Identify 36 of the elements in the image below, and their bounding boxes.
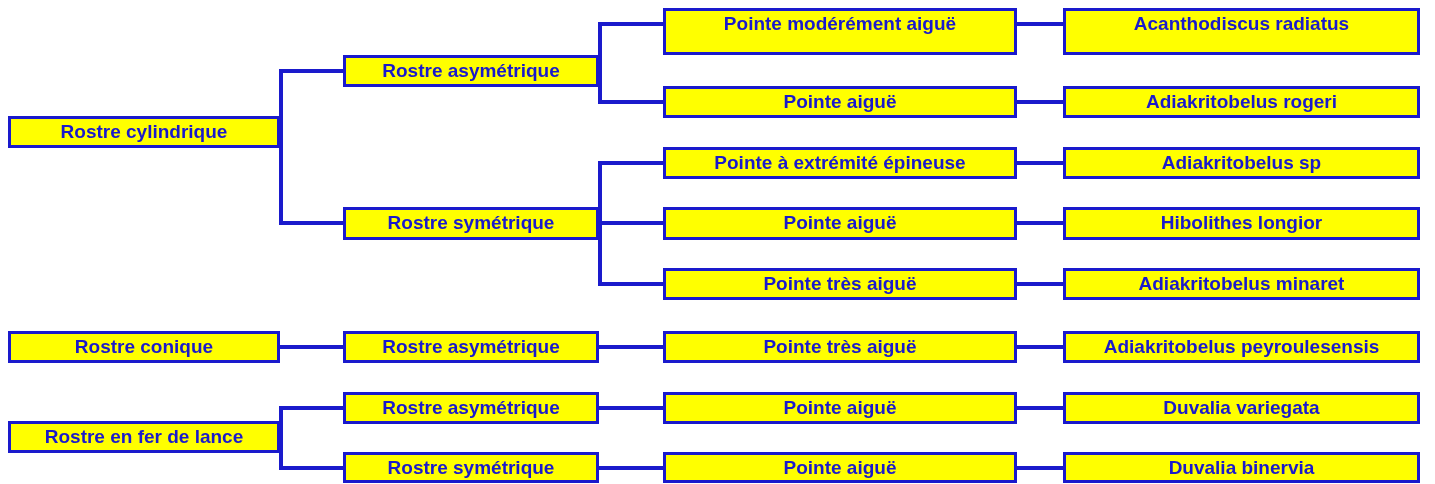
taxon-box: Rostre cylindrique	[8, 116, 280, 148]
taxon-box: Pointe modérément aiguë	[663, 8, 1017, 55]
taxon-box: Rostre asymétrique	[343, 55, 599, 87]
taxon-box: Acanthodiscus radiatus	[1063, 8, 1420, 55]
taxon-box: Rostre symétrique	[343, 207, 599, 240]
taxon-box: Pointe aiguë	[663, 86, 1017, 118]
connector-line	[1016, 406, 1063, 410]
taxon-box: Pointe aiguë	[663, 392, 1017, 424]
taxon-box: Pointe aiguë	[663, 452, 1017, 483]
taxon-box: Duvalia variegata	[1063, 392, 1420, 424]
taxon-box: Rostre en fer de lance	[8, 421, 280, 453]
connector-line	[1016, 466, 1063, 470]
connector-line	[598, 345, 663, 349]
connector-line	[1016, 345, 1063, 349]
taxon-box: Pointe aiguë	[663, 207, 1017, 240]
connector-line	[279, 345, 343, 349]
connector-line	[598, 406, 663, 410]
taxon-box: Adiakritobelus rogeri	[1063, 86, 1420, 118]
taxon-box: Duvalia binervia	[1063, 452, 1420, 483]
connector-line	[1016, 221, 1063, 225]
taxon-box: Pointe à extrémité épineuse	[663, 147, 1017, 179]
connector-line	[1016, 282, 1063, 286]
connector-line	[1016, 161, 1063, 165]
taxon-box: Rostre asymétrique	[343, 392, 599, 424]
taxon-box: Pointe très aiguë	[663, 268, 1017, 300]
connector-line	[598, 466, 663, 470]
taxon-box: Adiakritobelus minaret	[1063, 268, 1420, 300]
taxon-box: Adiakritobelus peyroulesensis	[1063, 331, 1420, 363]
taxon-box: Pointe très aiguë	[663, 331, 1017, 363]
taxon-box: Rostre asymétrique	[343, 331, 599, 363]
connector-line	[1016, 22, 1063, 26]
connector-line	[1016, 100, 1063, 104]
taxon-box: Rostre conique	[8, 331, 280, 363]
taxon-box: Hibolithes longior	[1063, 207, 1420, 240]
taxon-box: Rostre symétrique	[343, 452, 599, 483]
taxon-box: Adiakritobelus sp	[1063, 147, 1420, 179]
